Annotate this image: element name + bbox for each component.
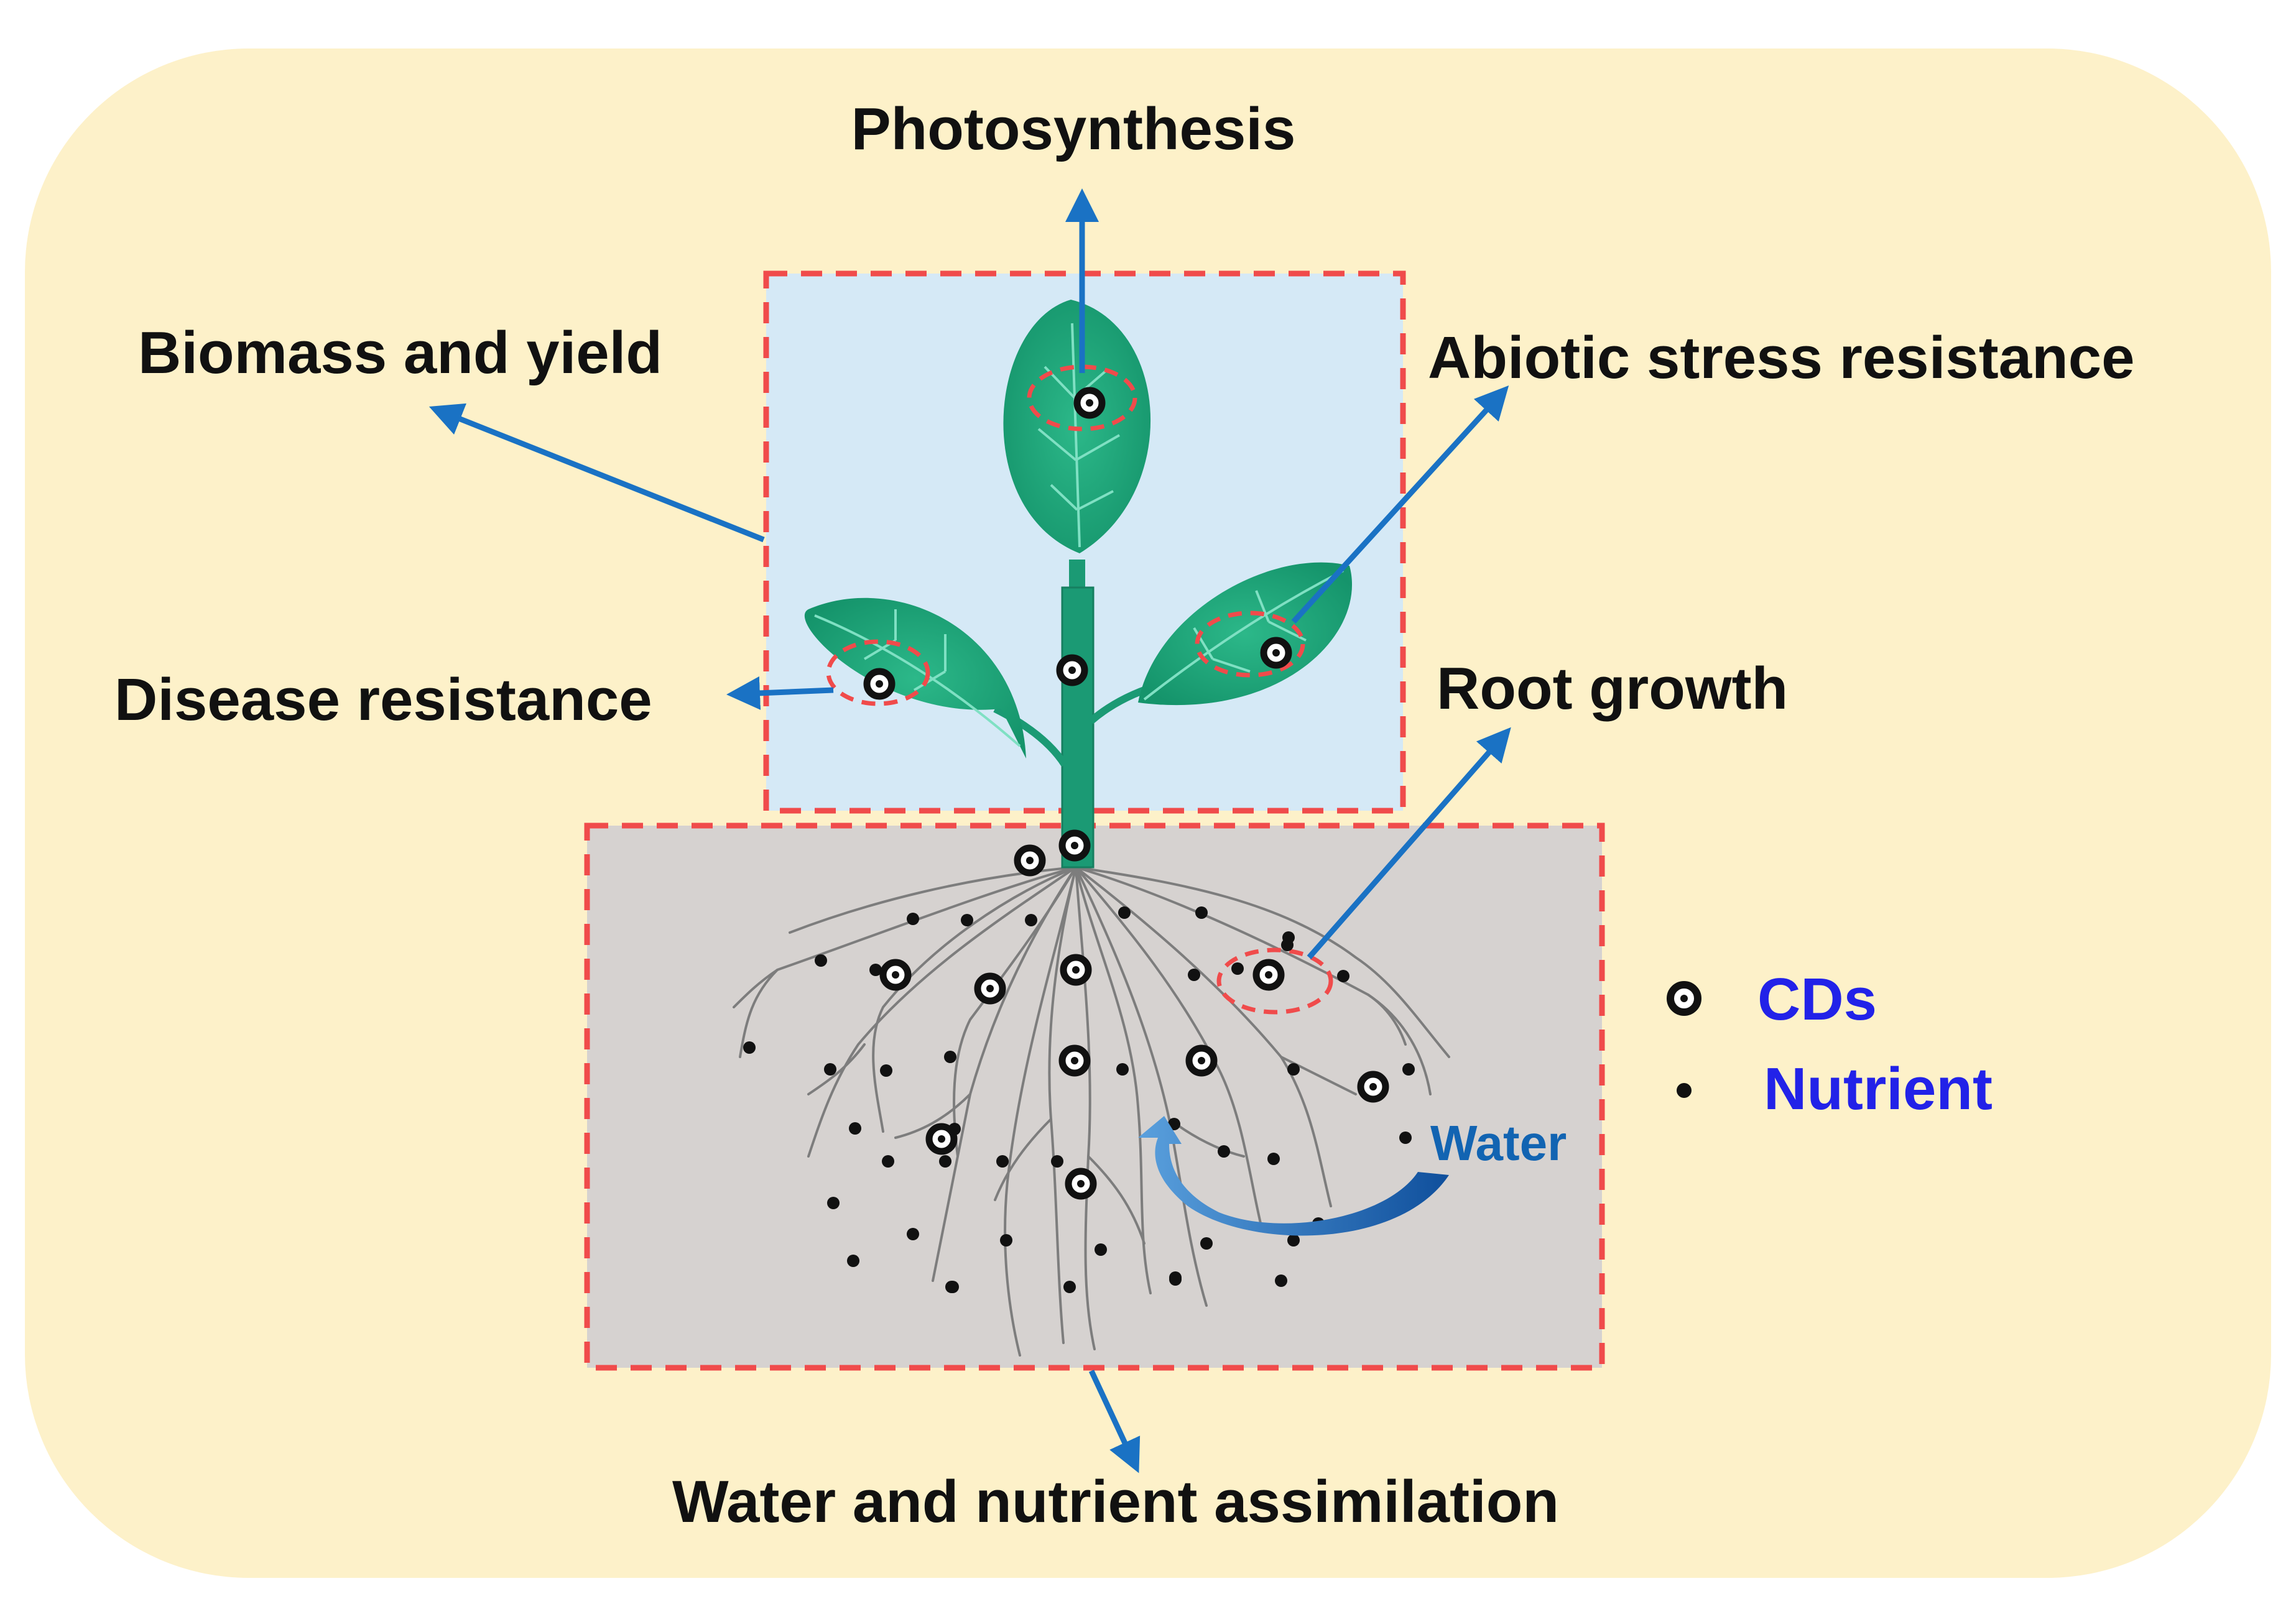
nutrient-dot (961, 914, 973, 926)
nutrient-dot (947, 1281, 959, 1293)
left-leaf (804, 597, 1026, 758)
nutrient-dot (815, 954, 827, 967)
nutrient-dot (1231, 962, 1244, 975)
cd-particles (863, 387, 1389, 1200)
cd-highlight-top-leaf (1027, 364, 1137, 431)
root-strand (739, 866, 1077, 1058)
cd-particle (1060, 954, 1092, 986)
nutrient-dot (869, 964, 882, 976)
nutrient-dot (824, 1063, 836, 1076)
legend-nutrient-label: Nutrient (1764, 1056, 1993, 1122)
nutrient-dot (1000, 1234, 1012, 1247)
effect-arrows (428, 188, 1511, 1473)
nutrient-dot (827, 1197, 840, 1209)
cd-particle (1357, 1071, 1389, 1103)
label-abiotic: Abiotic stress resistance (1428, 325, 2135, 391)
label-biomass: Biomass and yield (138, 320, 662, 386)
root-strand (1075, 866, 1208, 1307)
cd-particle (1260, 637, 1292, 669)
nutrient-dot (1169, 1273, 1182, 1286)
root-strand (1367, 993, 1407, 1046)
nutrient-dot (944, 1051, 956, 1063)
legend-cd-label: CDs (1757, 966, 1877, 1033)
water-flow-arrow (1138, 1116, 1449, 1236)
label-disease: Disease resistance (114, 666, 652, 733)
cd-particle (1014, 844, 1046, 877)
arrow-abiotic (1291, 385, 1509, 624)
cd-particle (925, 1123, 958, 1155)
cd-highlight-left-leaf (826, 639, 930, 706)
nutrient-dot (880, 1064, 892, 1077)
nutrient-dot (1267, 1153, 1280, 1165)
nutrient-dot (1051, 1155, 1063, 1168)
root-strand (807, 866, 1077, 1158)
cd-particle (1058, 829, 1091, 862)
nutrient-dot (1275, 1274, 1287, 1287)
label-water: Water (1430, 1115, 1567, 1171)
arrow-biomass (428, 403, 765, 543)
nutrient-dot (882, 1155, 894, 1168)
nutrient-dot (1402, 1063, 1415, 1076)
root-strand (1075, 866, 1096, 1350)
root-region-box (584, 823, 1605, 1371)
nutrient-dot (1218, 1145, 1230, 1158)
nutrient-dot (1116, 1063, 1129, 1076)
cd-particle (1065, 1168, 1097, 1200)
nutrient-dot (1287, 1234, 1300, 1247)
nutrient-dot (849, 1122, 861, 1135)
label-root-growth: Root growth (1437, 655, 1788, 722)
cd-particle (879, 959, 912, 991)
cd-particle (974, 972, 1006, 1005)
right-leaf (1138, 562, 1353, 706)
cd-particle (1252, 959, 1285, 991)
root-strand (894, 1093, 971, 1139)
label-water-nutrient: Water and nutrient assimilation (672, 1468, 1559, 1535)
cd-highlight-root (1216, 947, 1333, 1015)
nutrient-dot (1287, 1063, 1300, 1076)
root-strand (1087, 1155, 1146, 1245)
legend-nutrient-symbol (1677, 1083, 1692, 1098)
cd-highlight-right-leaf (1195, 611, 1305, 678)
arrow-disease (726, 676, 834, 710)
root-strand (733, 969, 779, 1008)
root-strand (1075, 866, 1332, 1207)
root-strand (1280, 1056, 1357, 1095)
cd-particle (1185, 1044, 1218, 1077)
root-strand (1075, 866, 1152, 1294)
cd-particle (1058, 1044, 1091, 1077)
root-strand (994, 1118, 1052, 1201)
cd-particle (1073, 387, 1106, 419)
nutrient-dot (907, 1228, 919, 1240)
nutrient-dot (1063, 1281, 1076, 1293)
cd-particle (1056, 654, 1088, 686)
label-photosynthesis: Photosynthesis (851, 96, 1296, 162)
nutrient-dot (1095, 1243, 1107, 1256)
nutrient-dot (1399, 1132, 1412, 1144)
nutrient-dot (1118, 906, 1131, 919)
top-leaf (1003, 300, 1151, 553)
nutrient-dot (743, 1041, 756, 1054)
nutrient-dot (1337, 970, 1349, 982)
nutrient-dot (1281, 939, 1294, 951)
root-strand (807, 1043, 866, 1095)
nutrient-dot (1195, 906, 1208, 919)
nutrient-dot (1200, 1237, 1213, 1250)
nutrient-dot (907, 913, 919, 925)
nutrient-dot (1188, 969, 1200, 981)
nutrient-dot (996, 1155, 1009, 1168)
nutrient-dot (1025, 914, 1037, 926)
arrow-assimilation (1088, 1370, 1141, 1473)
cd-particle (863, 668, 896, 700)
nutrient-dot (939, 1155, 951, 1168)
nutrient-particles (743, 906, 1415, 1293)
arrow-root-growth (1307, 727, 1511, 959)
root-strand (872, 866, 1077, 1133)
root-strand (932, 866, 1077, 1282)
legend: CDs Nutrient (1667, 966, 1993, 1122)
root-strand (1004, 866, 1077, 1357)
nutrient-dot (847, 1255, 859, 1267)
